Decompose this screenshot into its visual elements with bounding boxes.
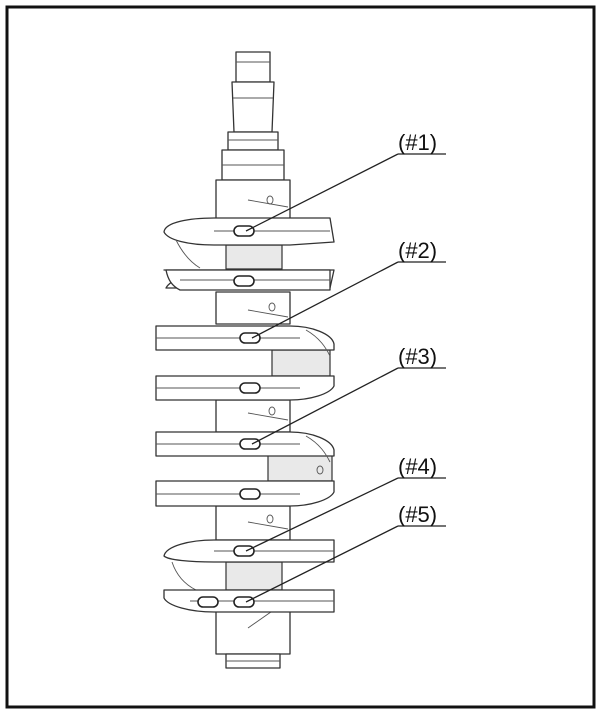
callout-label-2: (#2) xyxy=(398,238,437,263)
oil-hole-3b xyxy=(239,488,261,500)
crankshaft xyxy=(155,51,335,669)
oil-hole-5 xyxy=(233,596,255,608)
oil-hole-2b xyxy=(239,382,261,394)
callout-label-4: (#4) xyxy=(398,454,437,479)
crank-pin-2 xyxy=(271,349,331,377)
oil-hole-1 xyxy=(233,225,255,237)
oil-hole-4 xyxy=(233,545,255,557)
crank-pins xyxy=(225,244,333,591)
crankshaft-rear-flange xyxy=(225,653,281,669)
main-journal-3 xyxy=(215,399,291,433)
oil-hole-1b xyxy=(233,275,255,287)
oil-hole-3 xyxy=(239,438,261,450)
oil-hole-2 xyxy=(239,332,261,344)
main-journal-5 xyxy=(215,609,291,655)
main-journal-1 xyxy=(215,179,291,221)
crankshaft-nose xyxy=(221,51,285,181)
leader-lines xyxy=(245,153,446,603)
oil-hole-5b xyxy=(197,596,219,608)
crank-pin-1 xyxy=(225,244,283,270)
main-journals xyxy=(215,179,291,655)
callout-labels: (#1) (#2) (#3) (#4) (#5) xyxy=(398,130,437,527)
oil-holes xyxy=(197,225,261,608)
main-journal-2 xyxy=(215,291,291,325)
callout-label-1: (#1) xyxy=(398,130,437,155)
callout-label-3: (#3) xyxy=(398,344,437,369)
callout-label-5: (#5) xyxy=(398,502,437,527)
crank-pin-4 xyxy=(225,561,283,591)
